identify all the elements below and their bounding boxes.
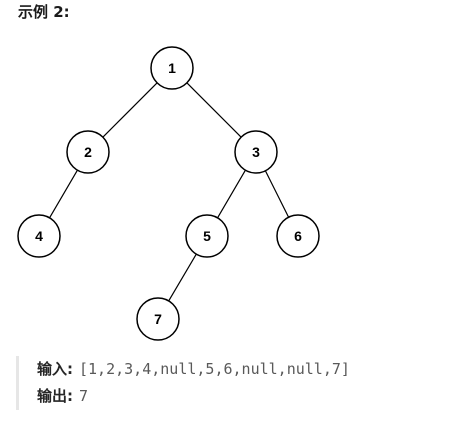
input-row: 输入: [1,2,3,4,null,5,6,null,null,7] [37,356,350,383]
output-label: 输出: [37,387,73,405]
input-label: 输入: [37,360,73,378]
tree-node-circle [17,214,61,258]
tree-node-label: 3 [252,144,260,160]
tree-node-3: 3 [234,130,278,174]
output-value: 7 [79,387,89,405]
tree-node-label: 1 [168,60,176,76]
tree-node-label: 5 [203,228,211,244]
tree-edge-n3-n6 [264,170,290,218]
tree-edge-n5-n7 [168,253,197,302]
example-io-block: 输入: [1,2,3,4,null,5,6,null,null,7] 输出: 7 [16,356,350,410]
tree-edges [49,82,290,302]
tree-node-6: 6 [276,214,320,258]
tree-node-circle [66,130,110,174]
input-value: [1,2,3,4,null,5,6,null,null,7] [79,360,350,378]
tree-node-circle [234,130,278,174]
tree-node-1: 1 [150,46,194,90]
example-title: 示例 2: [18,3,70,21]
tree-node-circle [185,214,229,258]
tree-node-4: 4 [17,214,61,258]
tree-node-7: 7 [136,297,180,341]
binary-tree-diagram: 1 2 3 4 5 6 7 [17,46,320,341]
tree-node-label: 7 [154,311,162,327]
tree-edge-n3-n5 [217,169,246,219]
tree-edge-n1-n2 [102,82,158,138]
tree-node-label: 4 [35,228,43,244]
tree-node-label: 6 [294,228,302,244]
tree-node-5: 5 [185,214,229,258]
tree-edge-n2-n4 [49,169,78,219]
tree-node-2: 2 [66,130,110,174]
tree-edge-n1-n3 [186,82,242,138]
tree-node-circle [150,46,194,90]
tree-node-circle [276,214,320,258]
tree-node-label: 2 [84,144,92,160]
tree-nodes: 1 2 3 4 5 6 7 [17,46,320,341]
output-row: 输出: 7 [37,383,350,410]
tree-node-circle [136,297,180,341]
